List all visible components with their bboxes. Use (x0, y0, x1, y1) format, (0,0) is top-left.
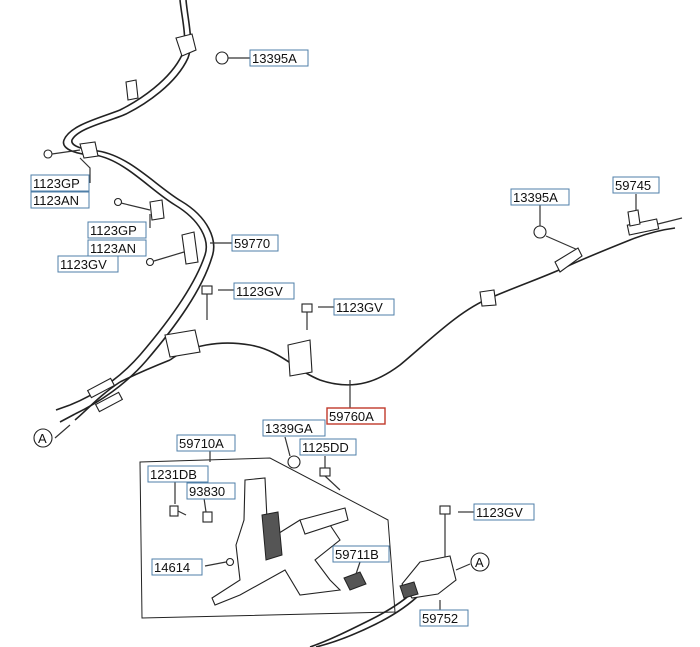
callout-c2: 1123GP (30, 174, 90, 192)
nut-top (215, 51, 250, 65)
svg-text:1123GP: 1123GP (33, 176, 80, 191)
svg-text:1123GP: 1123GP (90, 223, 137, 238)
svg-text:A: A (38, 431, 47, 446)
svg-text:1123GV: 1123GV (60, 257, 107, 272)
svg-text:A: A (475, 555, 484, 570)
bracket-top (125, 33, 197, 101)
callout-c20: 1123GV (473, 503, 535, 521)
callout-c6: 1123GV (57, 255, 119, 273)
svg-text:1123AN: 1123AN (33, 193, 79, 208)
leader-lines (54, 157, 637, 610)
lever-pin (204, 557, 235, 567)
bolt-mid-center (301, 303, 313, 330)
nut-1339ga (287, 455, 301, 469)
bracket-mid-left (164, 329, 201, 358)
clip-left-lower (145, 231, 199, 267)
callout-c19: 59711B (332, 545, 390, 563)
callout-c7: 59770 (231, 234, 279, 252)
callout-c9: 1123GV (333, 298, 395, 316)
callout-c21: 59752 (419, 609, 469, 627)
svg-text:14614: 14614 (154, 560, 190, 575)
bolt-mid-left (201, 285, 213, 320)
callout-c3: 1123AN (30, 191, 90, 209)
svg-text:59745: 59745 (615, 178, 651, 193)
cable-end-right (626, 209, 683, 236)
callout-c15: 59710A (176, 434, 236, 452)
bracket-right-small (479, 289, 497, 307)
svg-text:1123GV: 1123GV (336, 300, 383, 315)
nut-right (533, 225, 579, 251)
callout-c11: 59745 (612, 176, 660, 194)
callout-c14: 1125DD (299, 438, 357, 456)
callout-c17: 93830 (186, 482, 236, 500)
callout-c8: 1123GV (233, 282, 295, 300)
svg-text:59711B: 59711B (335, 547, 379, 562)
cable-assembly-main (74, 227, 676, 421)
bracket-59752 (399, 555, 457, 599)
bracket-mid-center (287, 339, 313, 377)
svg-text:1125DD: 1125DD (302, 440, 349, 455)
clip-left-middle (113, 197, 165, 221)
callout-c13: 1339GA (262, 419, 326, 437)
cable-assembly-upper-left (55, 0, 215, 423)
svg-text:1123AN: 1123AN (90, 241, 136, 256)
callout-c16: 1231DB (147, 465, 209, 483)
callout-c18: 14614 (151, 558, 203, 576)
callout-c10: 13395A (510, 188, 570, 206)
svg-text:13395A: 13395A (252, 51, 297, 66)
ref-marker-left: A (33, 428, 53, 448)
bolt-1125dd (319, 467, 341, 491)
clip-left-upper (43, 141, 99, 159)
cable-lower (309, 589, 421, 647)
callout-c4: 1123GP (87, 221, 147, 239)
bolt-1231db (169, 505, 187, 517)
bracket-right (554, 247, 583, 273)
pad-59711b (343, 571, 367, 591)
ref-marker-right: A (470, 552, 490, 572)
bolt-lower-right (439, 505, 451, 560)
svg-text:59710A: 59710A (179, 436, 224, 451)
cable-end-fittings-left (86, 377, 124, 413)
svg-text:59752: 59752 (422, 611, 458, 626)
svg-text:1339GA: 1339GA (265, 421, 313, 436)
clip-93830 (202, 511, 213, 523)
lever-bracket (211, 477, 349, 606)
callout-c5: 1123AN (87, 239, 147, 257)
svg-text:59760A: 59760A (329, 409, 374, 424)
svg-text:1231DB: 1231DB (150, 467, 197, 482)
callout-c12: 59760A (326, 407, 386, 425)
lever-assembly-frame (139, 457, 396, 619)
callout-c1: 13395A (249, 49, 309, 67)
svg-text:59770: 59770 (234, 236, 270, 251)
svg-text:1123GV: 1123GV (236, 284, 283, 299)
svg-text:1123GV: 1123GV (476, 505, 523, 520)
svg-text:13395A: 13395A (513, 190, 558, 205)
svg-text:93830: 93830 (189, 484, 225, 499)
